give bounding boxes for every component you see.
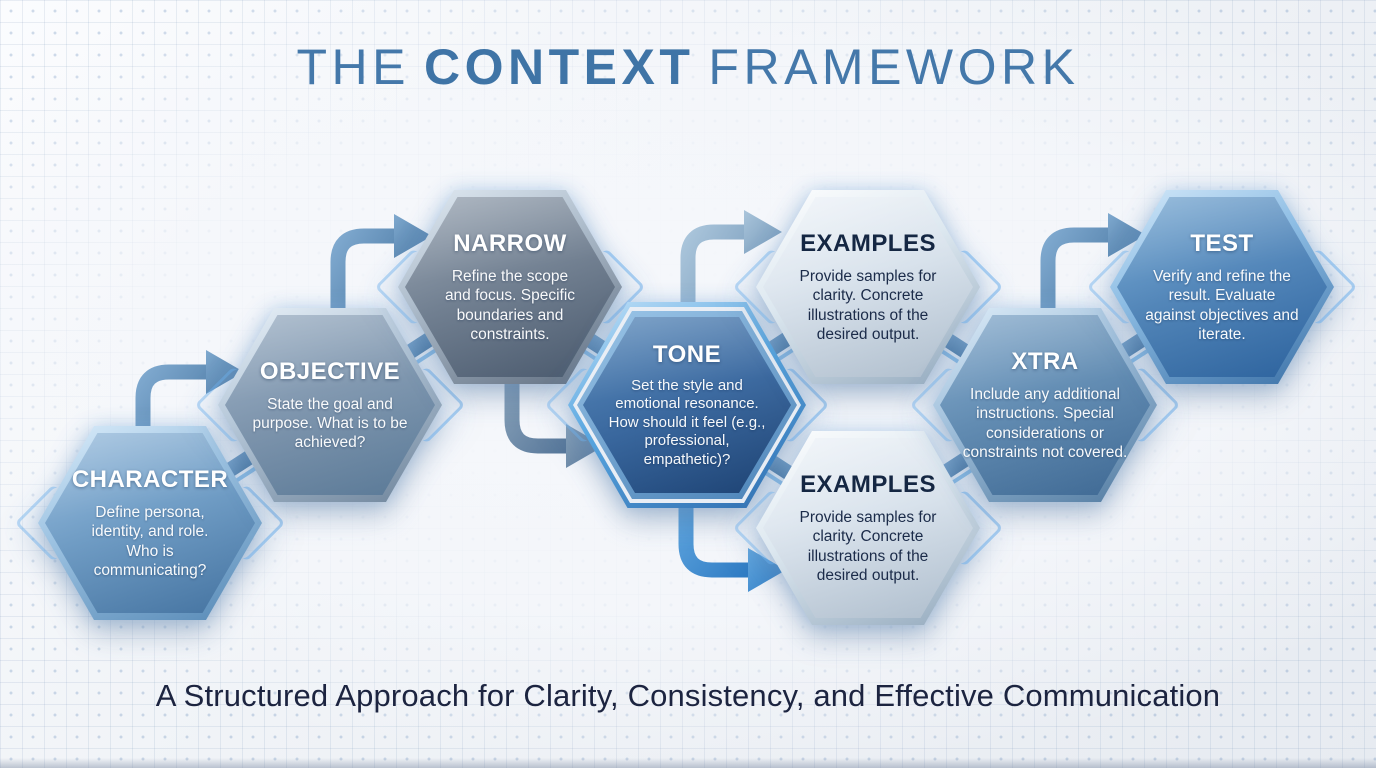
hex-content: OBJECTIVE State the goal and purpose. Wh…	[225, 315, 435, 495]
hex-description: Verify and refine the result. Evaluate a…	[1145, 268, 1299, 343]
hex-content: EXAMPLES Provide samples for clarity. Co…	[763, 197, 973, 377]
hex-description: Include any additional instructions. Spe…	[962, 386, 1128, 461]
subtitle: A Structured Approach for Clarity, Consi…	[155, 678, 1221, 713]
hex-fill	[1117, 197, 1327, 377]
hex-objective: OBJECTIVE State the goal and purpose. Wh…	[218, 308, 442, 502]
hex-content: XTRA Include any additional instructions…	[940, 315, 1150, 495]
hex-content: TEST Verify and refine the result. Evalu…	[1117, 197, 1327, 377]
hex-label: TONE	[652, 340, 722, 368]
hex-description: Define persona, identity, and role. Who …	[91, 504, 209, 579]
hex-label: XTRA	[1011, 348, 1079, 376]
title-post: FRAMEWORK	[708, 39, 1080, 95]
hex-content: NARROW Refine the scope and focus. Speci…	[405, 197, 615, 377]
hex-content: CHARACTER Define persona, identity, and …	[45, 433, 255, 613]
hex-label: CHARACTER	[71, 466, 229, 494]
title-pre: THE	[296, 39, 411, 95]
hex-label: OBJECTIVE	[259, 357, 401, 385]
hex-xtra: XTRA Include any additional instructions…	[933, 308, 1157, 502]
hex-description: State the goal and purpose. What is to b…	[252, 395, 408, 452]
hex-label: TEST	[1190, 230, 1254, 258]
hex-content: TONE Set the style and emotional resonan…	[583, 317, 791, 493]
hex-description: Refine the scope and focus. Specific bou…	[444, 268, 576, 343]
title-highlight: CONTEXT	[424, 39, 695, 95]
hex-label: NARROW	[453, 230, 567, 258]
hex-description: Set the style and emotional resonance. H…	[608, 376, 766, 468]
hex-label: EXAMPLES	[800, 471, 936, 499]
hex-description: Provide samples for clarity. Concrete il…	[799, 268, 937, 343]
bottom-edge-shadow	[0, 758, 1376, 768]
hex-description: Provide samples for clarity. Concrete il…	[799, 509, 937, 584]
hex-test: TEST Verify and refine the result. Evalu…	[1110, 190, 1334, 384]
hex-content: EXAMPLES Provide samples for clarity. Co…	[763, 438, 973, 618]
hex-fill	[225, 315, 435, 495]
hex-label: EXAMPLES	[800, 230, 936, 258]
